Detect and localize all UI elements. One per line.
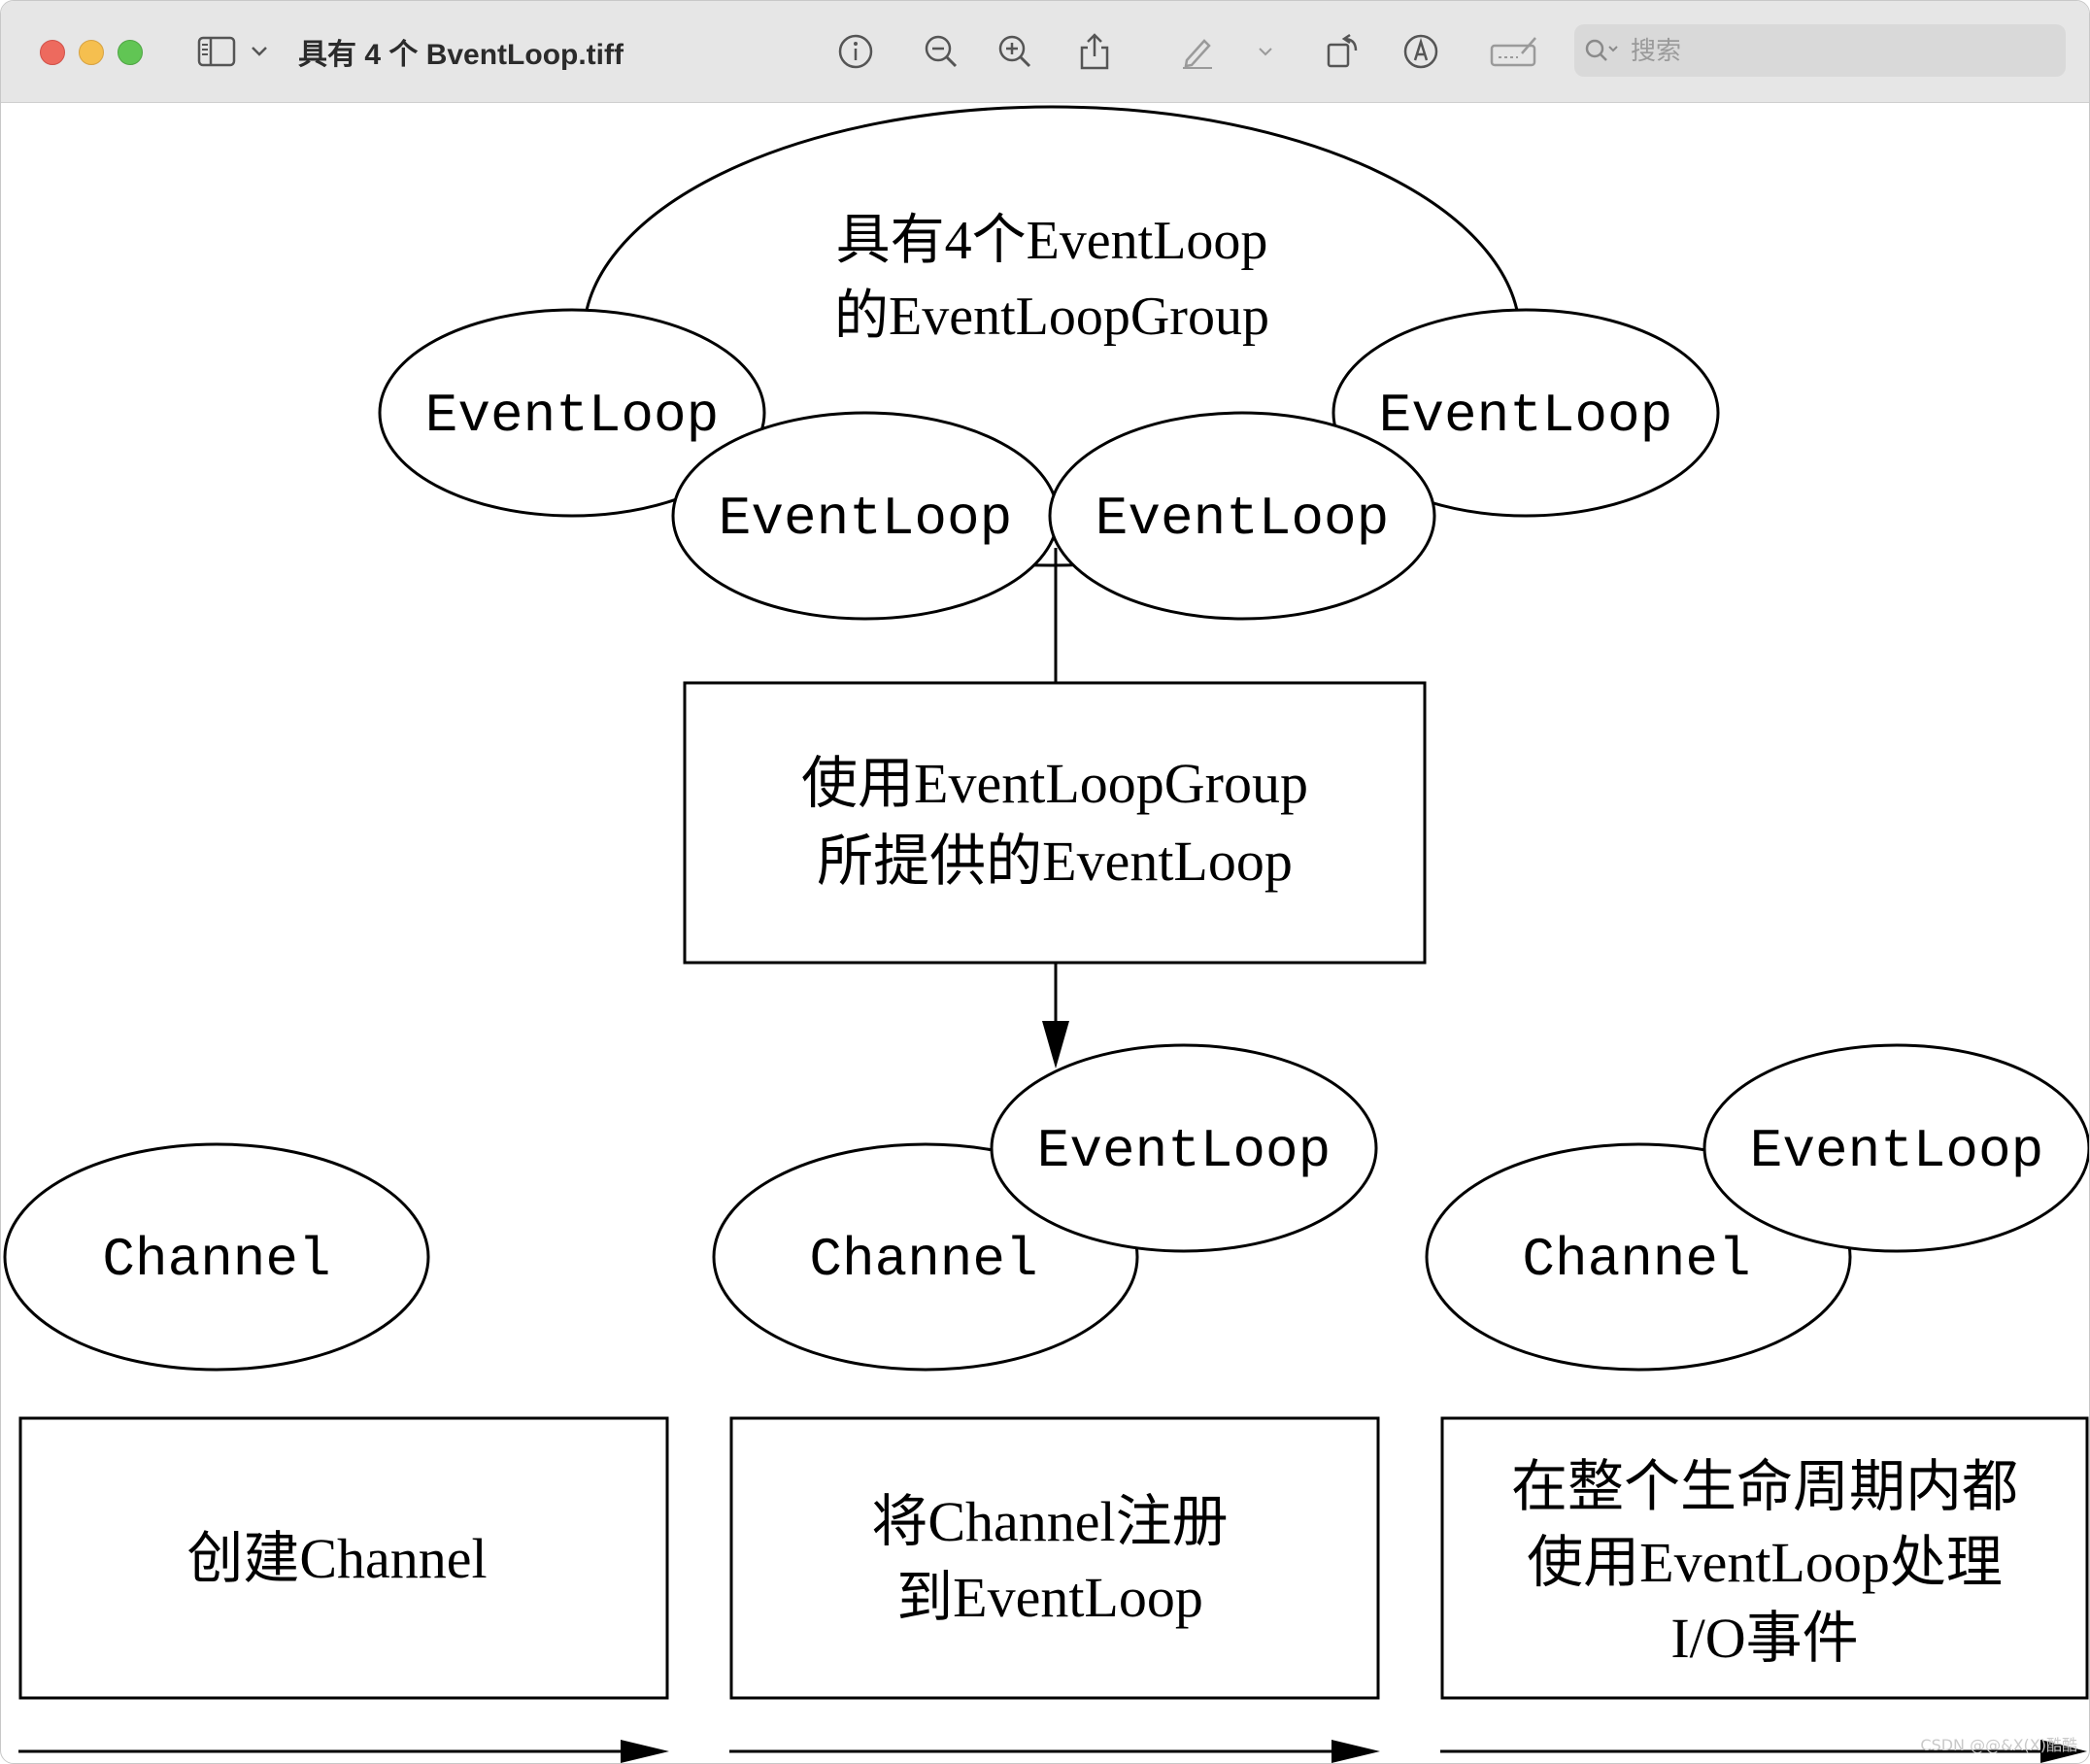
use-box-line2: 所提供的EventLoop	[817, 830, 1293, 893]
eventloop-label-2: EventLoop	[719, 488, 1012, 550]
timeline-arrowhead-3	[2040, 1740, 2087, 1763]
step3-label-line2: 使用EventLoop处理	[1527, 1531, 2003, 1594]
eventloop-diagram: 具有4个EventLoop 的EventLoopGroup EventLoop …	[3, 105, 2089, 1763]
step2-label-line1: 将Channel注册	[871, 1490, 1228, 1553]
search-input[interactable]	[1629, 32, 2050, 71]
channel-ellipse-1	[3, 1142, 430, 1372]
maximize-window-button[interactable]	[118, 40, 143, 65]
document-title: 具有 4 个 BventLoop.tiff	[298, 39, 624, 71]
channel-label-3: Channel	[1522, 1229, 1750, 1291]
close-window-button[interactable]	[40, 40, 65, 65]
step1-label: 创建Channel	[186, 1527, 487, 1590]
step3-label-line3: I/O事件	[1670, 1607, 1858, 1670]
annotate-icon[interactable]	[1399, 28, 1442, 75]
minimize-window-button[interactable]	[79, 40, 104, 65]
info-icon[interactable]	[834, 28, 877, 75]
markup-chevron-icon[interactable]	[1254, 28, 1277, 75]
zoom-out-icon[interactable]	[920, 28, 962, 75]
group-label-line2: 的EventLoopGroup	[834, 287, 1269, 347]
use-box-line1: 使用EventLoopGroup	[801, 752, 1308, 815]
toolbar: 具有 4 个 BventLoop.tiff	[1, 1, 2089, 103]
step3-box	[1440, 1416, 2089, 1700]
box-down-arrowhead	[1042, 1021, 1069, 1069]
step3-label-line1: 在整个生命周期内都	[1511, 1455, 2018, 1518]
registered-eventloop-label-3: EventLoop	[1750, 1120, 2043, 1182]
step2-box	[729, 1416, 1380, 1700]
eventloop-label-4: EventLoop	[1379, 385, 1672, 447]
markup-pen-icon[interactable]	[1176, 28, 1219, 75]
channel-label-1: Channel	[102, 1229, 330, 1291]
chevron-down-icon[interactable]	[248, 28, 271, 75]
eventloop-label-1: EventLoop	[425, 385, 719, 447]
rotate-icon[interactable]	[1322, 28, 1365, 75]
signature-icon[interactable]	[1487, 28, 1541, 75]
eventloop-ellipse-1	[378, 308, 766, 518]
search-icon	[1580, 28, 1625, 73]
registered-eventloop-ellipse-2	[990, 1043, 1378, 1253]
registered-eventloop-label-2: EventLoop	[1037, 1120, 1331, 1182]
registered-eventloop-ellipse-3	[1702, 1043, 2089, 1253]
zoom-in-icon[interactable]	[994, 28, 1036, 75]
sidebar-icon[interactable]	[195, 28, 238, 75]
document-canvas: 具有4个EventLoop 的EventLoopGroup EventLoop …	[1, 103, 2089, 1763]
eventloop-ellipse-4	[1332, 308, 1720, 518]
timeline-arrowhead-2	[1332, 1740, 1380, 1763]
eventloop-ellipse-3	[1048, 411, 1436, 621]
channel-label-2: Channel	[809, 1229, 1037, 1291]
step1-box	[18, 1416, 669, 1700]
use-eventloop-box	[683, 681, 1427, 965]
group-label-line1: 具有4个EventLoop	[836, 211, 1268, 271]
eventloop-label-3: EventLoop	[1096, 488, 1389, 550]
timeline-arrowhead-1	[621, 1740, 669, 1763]
step2-label-line2: 到EventLoop	[896, 1566, 1203, 1629]
watermark: CSDN @@&X(X)酷酷	[1920, 1736, 2077, 1754]
search-field[interactable]	[1574, 24, 2066, 77]
share-icon[interactable]	[1073, 28, 1116, 75]
